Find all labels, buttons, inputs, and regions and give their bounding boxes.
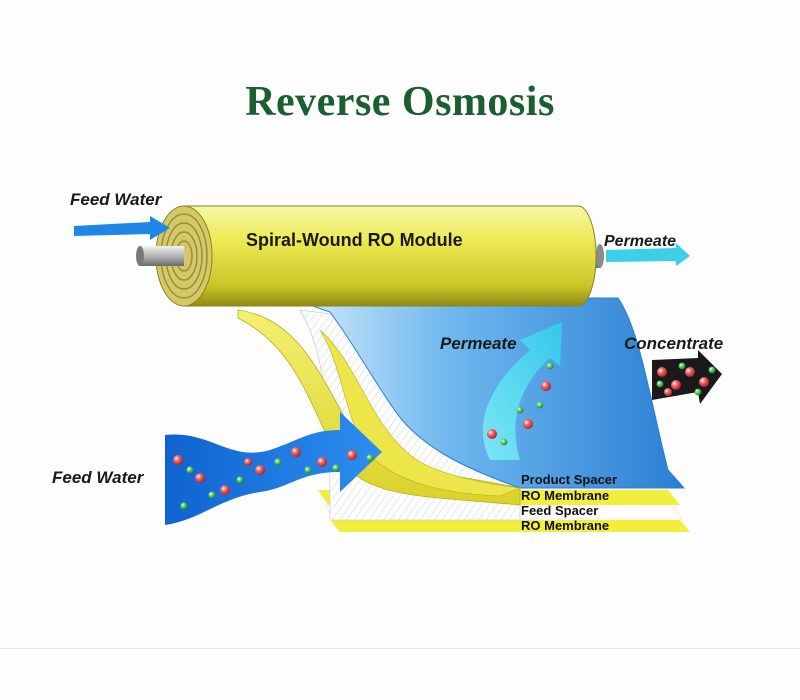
ion-green xyxy=(274,458,282,466)
pipe-end-left xyxy=(136,246,144,266)
product-spacer-sheet xyxy=(289,297,686,489)
feed-water-bottom-label: Feed Water xyxy=(52,468,145,487)
ions-concentrate xyxy=(656,362,716,396)
ion-red xyxy=(195,473,205,483)
module-label: Spiral-Wound RO Module xyxy=(246,230,463,250)
ro-membrane-sheet xyxy=(237,309,521,506)
feed-water-bottom-arrow xyxy=(165,412,382,525)
ion-red xyxy=(347,450,357,460)
ion-green xyxy=(694,388,702,396)
ion-red xyxy=(487,429,497,439)
permeate-top-label: Permeate xyxy=(604,233,676,250)
ion-red xyxy=(699,377,709,387)
ion-red xyxy=(317,457,327,467)
ion-red xyxy=(291,447,301,457)
ion-green xyxy=(678,362,686,370)
feed-water-top-label: Feed Water xyxy=(70,190,163,209)
permeate-mid-label: Permeate xyxy=(440,334,517,353)
permeate-top-arrow xyxy=(606,243,690,266)
concentrate-label: Concentrate xyxy=(624,334,723,353)
ion-red xyxy=(173,455,183,465)
ion-red xyxy=(541,381,551,391)
ion-red xyxy=(244,458,252,466)
ion-green xyxy=(708,366,716,374)
ion-red xyxy=(255,465,265,475)
ion-green xyxy=(546,362,554,370)
pipe-end-right xyxy=(596,244,604,268)
page-title: Reverse Osmosis xyxy=(245,79,555,125)
module-body xyxy=(183,205,597,307)
ion-green xyxy=(332,464,340,472)
ion-green xyxy=(208,491,216,499)
ion-red xyxy=(523,419,533,429)
layer-label-feed-spacer: Feed Spacer xyxy=(521,503,598,518)
concentrate-arrow xyxy=(652,350,722,404)
feed-water-top-arrow xyxy=(74,216,170,240)
ion-red xyxy=(685,367,695,377)
ion-red xyxy=(664,388,672,396)
ion-green xyxy=(500,438,508,446)
ion-green xyxy=(656,380,664,388)
ion-red xyxy=(657,367,667,377)
ions-feed xyxy=(173,447,374,510)
ion-red xyxy=(671,380,681,390)
layer-label-product-spacer: Product Spacer xyxy=(521,472,617,487)
layer-label-ro-membrane-2: RO Membrane xyxy=(521,518,609,533)
center-pipe-left xyxy=(140,246,184,266)
ion-green xyxy=(366,454,374,462)
ro-module xyxy=(136,205,604,307)
ion-green xyxy=(180,502,188,510)
ions-permeate xyxy=(487,362,554,446)
membrane-curl xyxy=(319,329,522,497)
ion-green xyxy=(236,476,244,484)
ion-red xyxy=(220,485,230,495)
permeate-mid-arrow xyxy=(482,322,562,460)
ion-green xyxy=(304,466,312,474)
ion-green xyxy=(516,406,524,414)
ion-green xyxy=(536,401,544,409)
layer-label-ro-membrane-1: RO Membrane xyxy=(521,488,609,503)
ion-green xyxy=(186,466,194,474)
ro-membrane-strip-bottom xyxy=(330,520,690,532)
footer-divider xyxy=(0,648,800,649)
